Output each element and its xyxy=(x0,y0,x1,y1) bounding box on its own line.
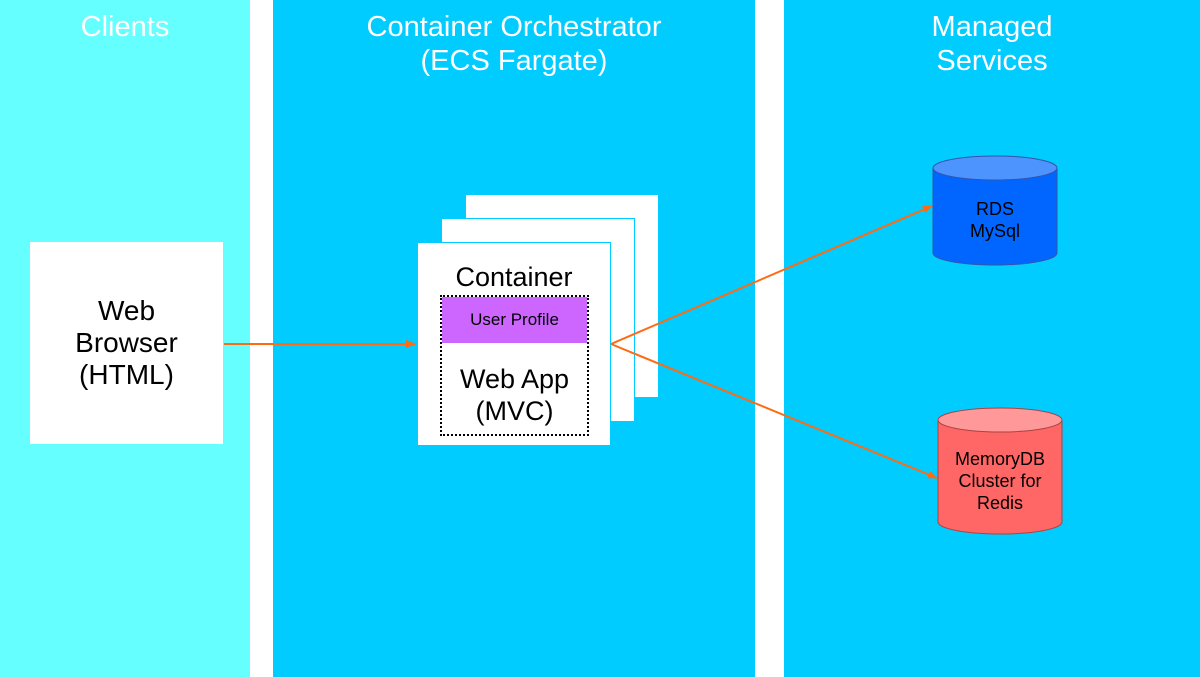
rds-database-icon xyxy=(932,155,1058,266)
container-title: Container xyxy=(455,262,573,292)
managed-services-column-title: Managed Services xyxy=(931,11,1053,77)
memorydb-database-icon xyxy=(937,407,1063,535)
orchestrator-column: Container Orchestrator (ECS Fargate) xyxy=(273,0,755,677)
web-app-label: Web App (MVC) xyxy=(459,364,570,426)
web-app-boundary: User Profile Web App (MVC) xyxy=(440,295,589,436)
user-profile-module: User Profile xyxy=(442,297,587,343)
container-to-memorydb-arrow xyxy=(610,343,938,479)
container-to-rds-arrow xyxy=(610,205,933,345)
managed-services-column: Managed Services xyxy=(784,0,1200,677)
rds-label: RDS MySql xyxy=(969,199,1020,241)
orchestrator-column-title: Container Orchestrator (ECS Fargate) xyxy=(366,11,662,77)
container-node: Container User Profile Web App (MVC) xyxy=(417,242,611,446)
user-profile-label: User Profile xyxy=(470,310,559,329)
web-browser-label: Web Browser (HTML) xyxy=(75,295,178,390)
clients-column-title: Clients xyxy=(80,11,170,43)
memorydb-label: MemoryDB Cluster for Redis xyxy=(954,449,1045,513)
web-browser-node: Web Browser (HTML) xyxy=(30,242,223,444)
